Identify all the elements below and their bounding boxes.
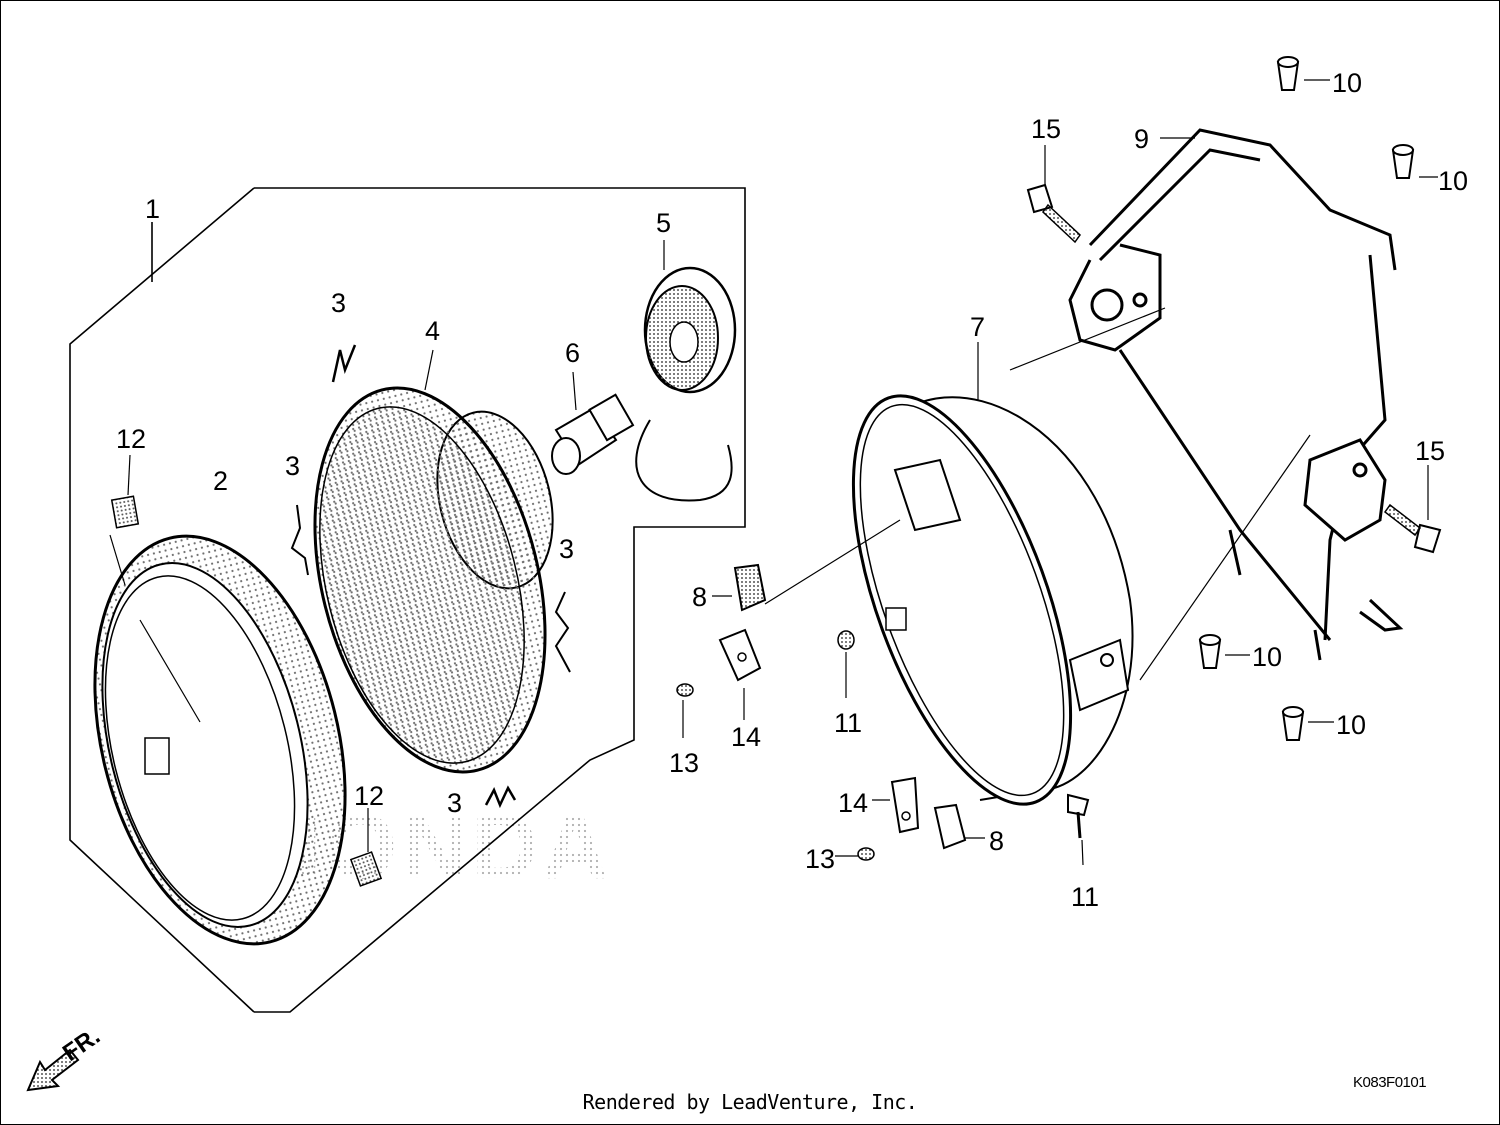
callout-8-upper: 8 xyxy=(692,582,707,612)
spring-clip-left xyxy=(290,504,309,576)
render-credit: Rendered by LeadVenture, Inc. xyxy=(582,1090,918,1114)
callout-3-top: 3 xyxy=(331,288,346,318)
callout-5: 5 xyxy=(656,208,671,238)
callout-7: 7 xyxy=(970,312,985,342)
clip-nut-upper xyxy=(110,454,140,529)
headlight-case xyxy=(851,307,1311,806)
callout-10-bottom: 10 xyxy=(1336,710,1366,740)
callout-13-upper: 13 xyxy=(669,748,699,778)
headlight-rim xyxy=(93,534,347,946)
headlight-unit xyxy=(313,349,554,774)
callout-11-upper: 11 xyxy=(834,708,862,738)
spring-clip-right xyxy=(554,591,571,673)
callout-14-upper: 14 xyxy=(731,722,761,752)
callout-10-top: 10 xyxy=(1332,68,1362,98)
callout-8-lower: 8 xyxy=(989,826,1004,856)
callout-2: 2 xyxy=(213,466,228,496)
callout-3-left: 3 xyxy=(285,451,300,481)
callout-10-right: 10 xyxy=(1438,166,1468,196)
callout-13-lower: 13 xyxy=(805,844,835,874)
bracket-14-upper xyxy=(718,628,762,720)
flange-bolt-lower xyxy=(1383,465,1442,554)
bolt-11-lower xyxy=(1067,793,1090,866)
screw-13-upper xyxy=(676,683,694,738)
callout-12-lower: 12 xyxy=(354,781,384,811)
screw-13-lower xyxy=(835,847,875,861)
grommet-3 xyxy=(1198,634,1250,669)
callout-15-lower: 15 xyxy=(1415,436,1445,466)
callout-3-right: 3 xyxy=(559,534,574,564)
bulb-socket xyxy=(635,240,737,502)
callout-3-bottom: 3 xyxy=(447,788,462,818)
spring-clip-top xyxy=(331,344,357,383)
spring-clip-bottom xyxy=(484,785,517,809)
callout-6: 6 xyxy=(565,338,580,368)
grommet-4 xyxy=(1281,706,1334,741)
callout-4: 4 xyxy=(425,316,440,346)
clip-8-upper xyxy=(712,519,901,612)
flange-bolt-upper xyxy=(1026,145,1081,244)
headlight-bulb xyxy=(551,371,635,475)
callout-1: 1 xyxy=(145,194,160,224)
diagram-code: K083F0101 xyxy=(1353,1074,1427,1091)
nut-11-upper xyxy=(837,630,855,698)
callout-10-middle: 10 xyxy=(1252,642,1282,672)
bracket-14-lower xyxy=(872,776,920,834)
callout-9: 9 xyxy=(1134,124,1149,154)
headlight-stay xyxy=(1068,128,1404,661)
callout-15-upper: 15 xyxy=(1031,114,1061,144)
callout-labels: 1 2 3 3 3 3 4 5 6 7 8 8 9 10 10 10 10 11… xyxy=(116,68,1468,912)
clip-nut-lower xyxy=(349,808,383,887)
grommet-1 xyxy=(1276,56,1330,91)
callout-14-lower: 14 xyxy=(838,788,868,818)
grommet-2 xyxy=(1391,144,1438,179)
front-direction-arrow: FR. xyxy=(26,1023,105,1092)
headlight-assembly-outline xyxy=(69,187,746,1013)
callout-12-upper: 12 xyxy=(116,424,146,454)
callout-11-lower: 11 xyxy=(1071,882,1099,912)
clip-8-lower xyxy=(933,803,985,850)
